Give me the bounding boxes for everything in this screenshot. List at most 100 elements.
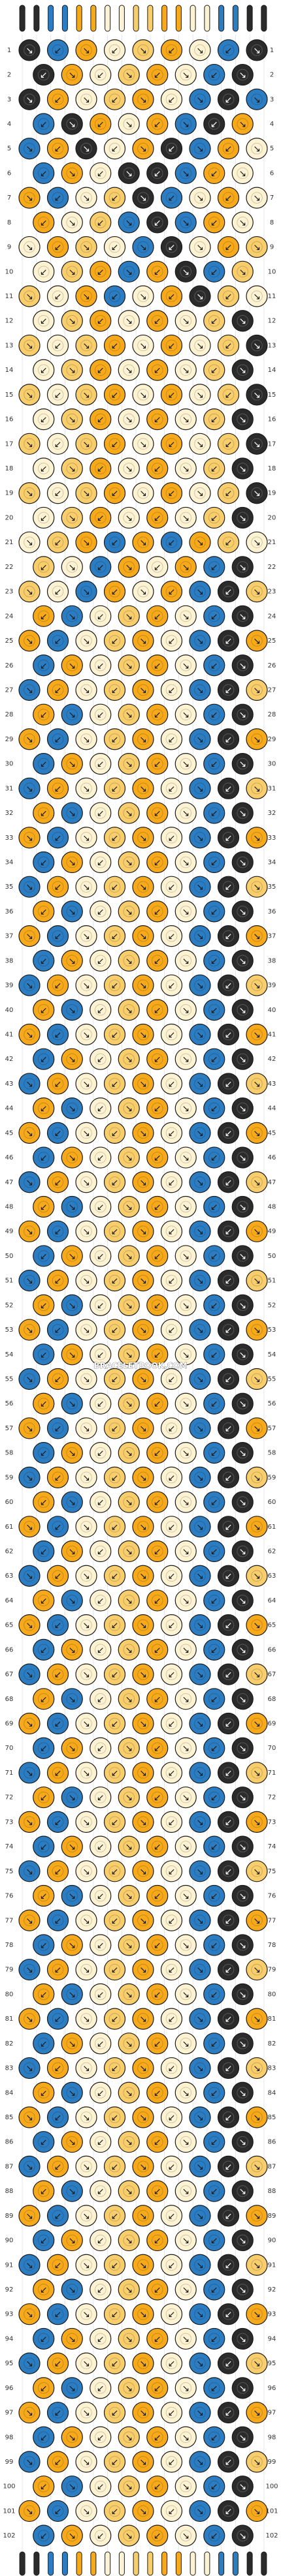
knot-arrow-icon: ↘ <box>25 1128 33 1139</box>
knot: ↙ <box>46 1909 69 1931</box>
knot: ↘ <box>18 2254 41 2276</box>
knot: ↘ <box>132 88 154 110</box>
row-number-right: 95 <box>268 2360 276 2367</box>
knot: ↘ <box>189 2008 211 2030</box>
knot-arrow-icon: ↘ <box>139 932 147 942</box>
knot-arrow-icon: ↙ <box>225 882 233 893</box>
row-number-right: 1 <box>270 47 274 54</box>
knot: ↘ <box>132 1712 154 1735</box>
knot-arrow-icon: ↘ <box>125 1793 133 1803</box>
row-number-right: 73 <box>268 1818 276 1826</box>
knot-arrow-icon: ↙ <box>111 95 119 105</box>
knot-arrow-icon: ↙ <box>111 1867 119 1877</box>
knot-arrow-icon: ↙ <box>154 907 161 917</box>
knot-arrow-icon: ↘ <box>68 2236 76 2246</box>
knot-arrow-icon: ↙ <box>210 1645 218 1655</box>
knot-arrow-icon: ↘ <box>139 1030 147 1040</box>
row-number-left: 54 <box>5 1351 14 1358</box>
knot-arrow-icon: ↙ <box>168 2506 176 2517</box>
knot: ↘ <box>189 285 211 307</box>
knot-arrow-icon: ↘ <box>68 2384 76 2394</box>
row-number-left: 74 <box>5 1843 14 1850</box>
knot-arrow-icon: ↙ <box>111 1621 119 1631</box>
row-number-right: 27 <box>268 686 276 694</box>
knot-arrow-icon: ↘ <box>125 1005 133 1016</box>
row-number-left: 5 <box>7 146 11 153</box>
row-number-right: 51 <box>268 1278 276 1285</box>
row-number-right: 23 <box>268 589 276 596</box>
knot: ↘ <box>132 384 154 406</box>
knot-arrow-icon: ↙ <box>154 1645 161 1655</box>
knot-arrow-icon: ↙ <box>54 1916 62 1926</box>
knot: ↙ <box>90 506 112 529</box>
knot-arrow-icon: ↙ <box>54 1276 62 1287</box>
knot: ↘ <box>174 1737 197 1759</box>
knot: ↙ <box>160 1614 183 1636</box>
knot-arrow-icon: ↘ <box>253 292 261 302</box>
row-number-right: 45 <box>268 1129 276 1137</box>
knot-arrow-icon: ↙ <box>54 292 62 302</box>
knot-arrow-icon: ↘ <box>139 1670 147 1680</box>
knot: ↘ <box>18 1023 41 1046</box>
knot: ↘ <box>174 556 197 578</box>
knot-arrow-icon: ↙ <box>168 1621 176 1631</box>
knot: ↙ <box>46 1762 69 1784</box>
string-end-top <box>147 5 154 32</box>
knot-arrow-icon: ↘ <box>196 1276 204 1287</box>
knot-arrow-icon: ↘ <box>239 1005 246 1016</box>
knot: ↙ <box>90 310 112 332</box>
knot: ↘ <box>18 1614 41 1636</box>
knot: ↘ <box>246 1466 268 1488</box>
knot-arrow-icon: ↙ <box>97 513 105 523</box>
knot-arrow-icon: ↘ <box>68 2138 76 2148</box>
knot-arrow-icon: ↙ <box>111 981 119 991</box>
knot: ↙ <box>33 999 55 1021</box>
knot: ↘ <box>246 728 268 750</box>
string-end-top <box>218 5 225 32</box>
knot: ↙ <box>46 88 69 110</box>
knot: ↘ <box>174 900 197 923</box>
knot-arrow-icon: ↘ <box>239 2334 246 2344</box>
row-number-right: 28 <box>268 711 276 718</box>
knot-arrow-icon: ↘ <box>182 365 190 376</box>
knot: ↘ <box>61 949 83 972</box>
knot: ↙ <box>160 728 183 750</box>
knot-arrow-icon: ↘ <box>239 1892 246 1902</box>
knot-arrow-icon: ↙ <box>111 1522 119 1533</box>
knot: ↙ <box>90 949 112 972</box>
knot-arrow-icon: ↙ <box>40 2531 48 2541</box>
knot: ↙ <box>103 2008 126 2030</box>
knot-arrow-icon: ↙ <box>168 784 176 794</box>
row-number-left: 4 <box>7 121 11 128</box>
knot: ↘ <box>61 1195 83 1218</box>
knot: ↘ <box>75 285 97 307</box>
knot-arrow-icon: ↘ <box>139 439 147 450</box>
knot: ↙ <box>33 211 55 234</box>
knot-arrow-icon: ↘ <box>253 2260 261 2271</box>
knot-arrow-icon: ↘ <box>25 1227 33 1237</box>
knot: ↘ <box>174 63 197 86</box>
knot: ↙ <box>203 1294 225 1316</box>
row-number-left: 23 <box>5 589 14 596</box>
knot: ↘ <box>189 2303 211 2325</box>
knot: ↘ <box>189 1417 211 1439</box>
knot: ↙ <box>160 1073 183 1095</box>
knot: ↘ <box>246 777 268 799</box>
knot: ↙ <box>103 2155 126 2178</box>
knot: ↙ <box>203 2032 225 2055</box>
knot: ↘ <box>75 1663 97 1685</box>
knot: ↘ <box>61 1688 83 1710</box>
knot: ↘ <box>189 1762 211 1784</box>
knot: ↙ <box>103 2352 126 2374</box>
knot: ↘ <box>61 1491 83 1513</box>
knot-arrow-icon: ↙ <box>210 2285 218 2295</box>
knot-arrow-icon: ↙ <box>210 710 218 720</box>
knot: ↘ <box>174 457 197 480</box>
knot: ↘ <box>61 1786 83 1809</box>
knot: ↙ <box>46 1220 69 1242</box>
knot-arrow-icon: ↘ <box>82 1621 90 1631</box>
knot-arrow-icon: ↙ <box>97 2482 105 2492</box>
knot-arrow-icon: ↘ <box>196 489 204 499</box>
knot: ↘ <box>61 900 83 923</box>
knot: ↙ <box>160 531 183 553</box>
